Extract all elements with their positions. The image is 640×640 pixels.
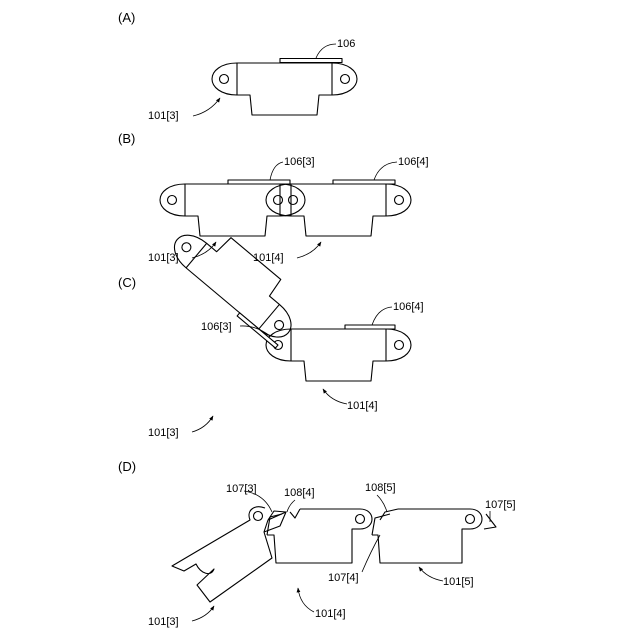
panel-d-label: (D): [118, 459, 136, 474]
arrow-link-101-3-a: [193, 98, 220, 116]
ref-link-101-3-a: 101[3]: [148, 110, 179, 122]
ref-link-101-5-d: 101[5]: [443, 576, 474, 588]
plate-106-4-b: [333, 180, 395, 184]
panel-b-label: (B): [118, 131, 135, 146]
plate-106-a: [280, 59, 342, 63]
ref-plate-106-3-b: 106[3]: [284, 156, 315, 168]
link-101-4-c: [266, 329, 411, 381]
arrow-link-101-4-b: [297, 242, 321, 258]
leader-plate-106-4-b: [374, 162, 397, 180]
leader-plate-106-4-c: [372, 307, 392, 325]
link-101-3-c: [164, 212, 311, 348]
ref-hook-108-5: 108[5]: [365, 482, 396, 494]
ref-plate-106-3-c: 106[3]: [201, 321, 232, 333]
ref-link-101-3-b: 101[3]: [148, 252, 179, 264]
ref-tab-107-5: 107[5]: [485, 499, 516, 511]
panel-b: (B) 106[3] 106[4] 101[3] 101[4]: [118, 131, 429, 264]
plate-106-4-c: [345, 325, 395, 329]
link-101-4-b: [266, 184, 411, 236]
ref-plate-106-4-c: 106[4]: [393, 301, 424, 313]
ref-link-101-3-c: 101[3]: [148, 427, 179, 439]
link-101-3-b: [160, 184, 305, 236]
leader-hook-108-5: [377, 495, 387, 512]
ref-plate-106-4-b: 106[4]: [398, 156, 429, 168]
leader-hook-108-4: [287, 500, 295, 512]
arrow-link-101-3-d: [192, 606, 214, 621]
ref-link-101-4-d: 101[4]: [315, 608, 346, 620]
plate-106-3-c: [237, 313, 278, 348]
leader-plate-106-a: [316, 44, 336, 58]
arrow-link-101-4-c: [323, 389, 347, 404]
ref-tab-107-4: 107[4]: [328, 572, 359, 584]
panel-a-label: (A): [118, 10, 135, 25]
arrow-link-101-3-b: [192, 242, 216, 258]
arrow-link-101-3-c: [192, 416, 213, 432]
leader-plate-106-3-b: [270, 162, 283, 180]
ref-link-101-4-c: 101[4]: [347, 400, 378, 412]
link-101-3-a: [212, 63, 357, 115]
arrow-link-101-4-d: [298, 588, 314, 612]
panel-c-label: (C): [118, 275, 136, 290]
arrow-link-101-5-d: [419, 567, 443, 581]
panel-d: (D) 107[3] 108[4] 108[5]: [118, 459, 516, 628]
plate-106-3-b: [228, 180, 290, 184]
ref-hook-108-4: 108[4]: [284, 487, 315, 499]
ref-link-101-4-b: 101[4]: [253, 252, 284, 264]
leader-tab-107-4: [362, 535, 380, 572]
panel-a: (A) 106 101[3]: [118, 10, 357, 122]
ref-link-101-3-d: 101[3]: [148, 616, 179, 628]
ref-plate-106-a: 106: [337, 38, 355, 50]
panel-c: (C) 106[3] 106[4] 101[4] 101[3]: [118, 212, 424, 439]
link-101-4-d: [267, 509, 372, 563]
link-101-5-d: [372, 509, 496, 563]
